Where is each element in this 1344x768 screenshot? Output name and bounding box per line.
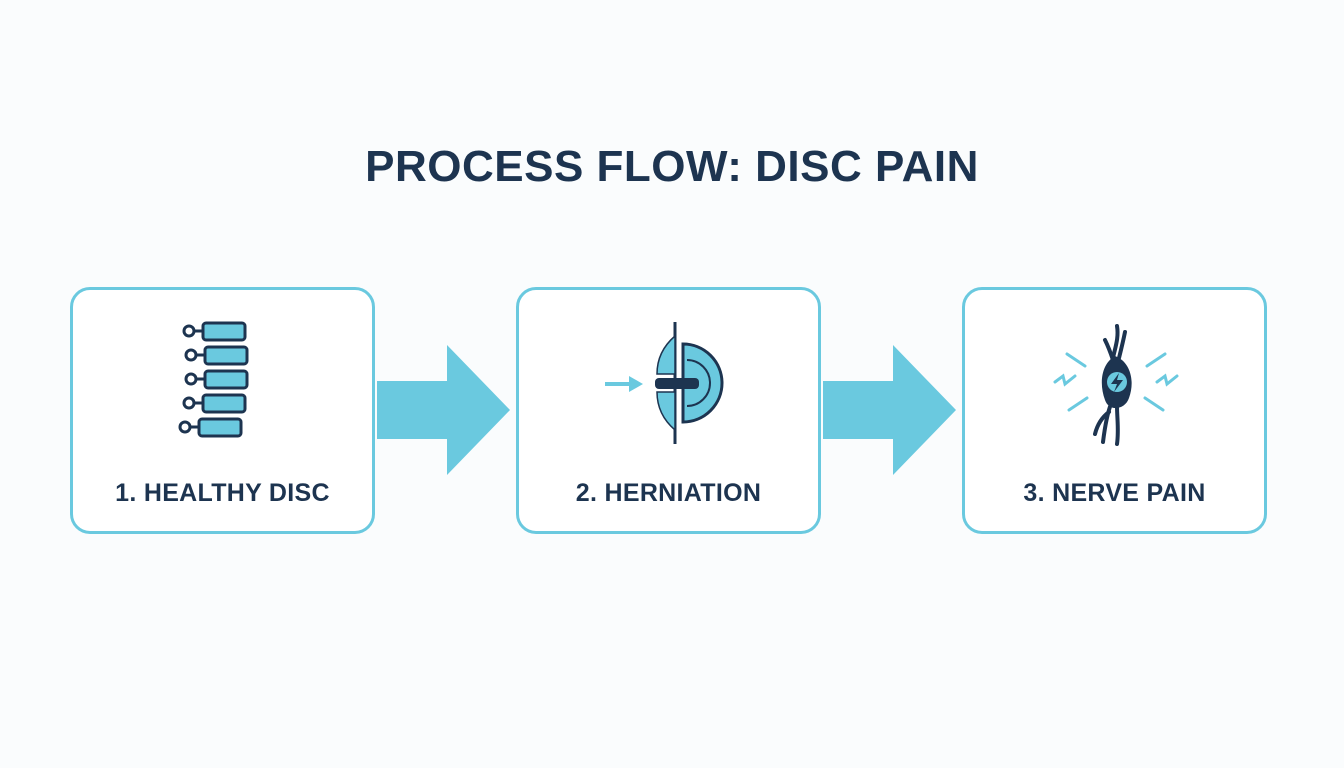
disc-herniation-icon xyxy=(604,322,723,444)
step-card-nerve-pain: 3. NERVE PAIN xyxy=(962,287,1267,534)
step-label-healthy-disc: 1. HEALTHY DISC xyxy=(115,479,330,507)
diagram-title: PROCESS FLOW: DISC PAIN xyxy=(365,142,979,191)
step-label-nerve-pain: 3. NERVE PAIN xyxy=(1023,479,1206,507)
step-card-herniation: 2. HERNIATION xyxy=(516,287,821,534)
spine-vertebrae-icon xyxy=(178,321,248,438)
nerve-pain-icon xyxy=(1053,324,1178,446)
step-label-herniation: 2. HERNIATION xyxy=(575,479,762,507)
step-card-healthy-disc: 1. HEALTHY DISC xyxy=(70,287,375,534)
flow-arrow-1 xyxy=(377,345,510,475)
flow-arrow-2 xyxy=(823,345,956,475)
